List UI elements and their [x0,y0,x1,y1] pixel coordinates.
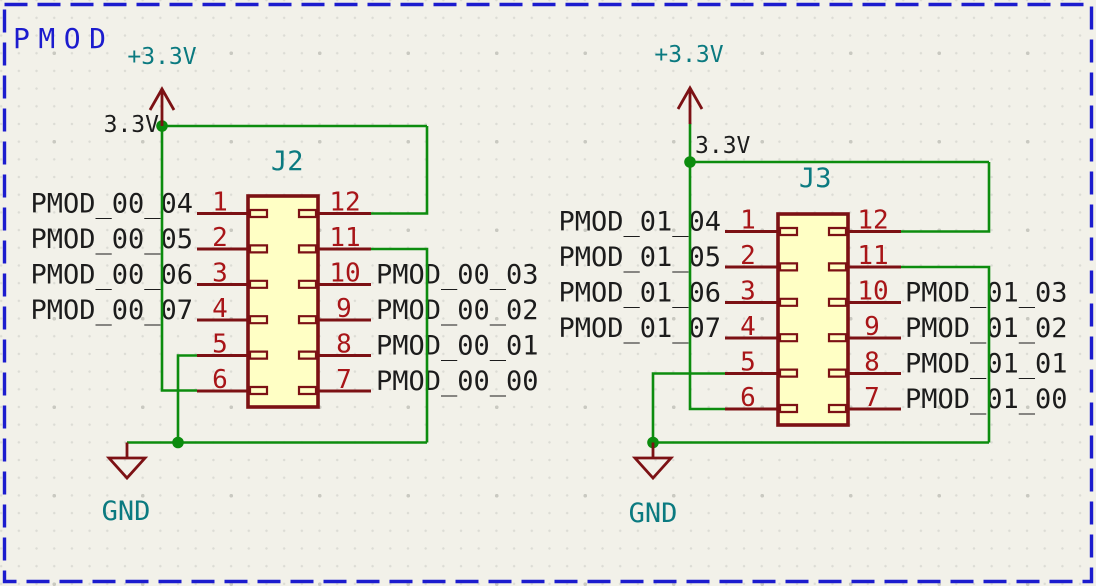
gnd-label: GND [629,498,678,529]
pin-number: 1 [740,206,756,236]
wires-j2[interactable] [127,120,429,449]
power-flag-label: +3.3V [127,44,196,70]
pin-number: 8 [864,348,880,378]
gnd-label: GND [102,496,151,527]
pin-number: 8 [336,330,352,360]
pin-number: 10 [857,277,888,307]
pin-number: 9 [864,312,880,342]
pin-label[interactable]: PMOD_01_00 [905,384,1068,415]
pin-label[interactable]: PMOD_00_00 [376,366,539,397]
connector-block-j3: PMOD_01_04 PMOD_01_05 PMOD_01_06 PMOD_01… [558,42,1067,529]
connector-symbol-j3[interactable]: J3 1 2 3 4 5 6 12 11 10 9 8 7 [725,163,901,427]
pin-label[interactable]: PMOD_01_04 [558,207,721,238]
left-pin-stubs [725,230,778,411]
reference-designator[interactable]: J3 [799,163,832,194]
power-flag-vcc[interactable]: +3.3V [127,44,197,126]
pin-label[interactable]: PMOD_01_06 [558,278,721,309]
symbol-body[interactable] [246,194,320,409]
pin-number: 3 [212,259,228,289]
wire-segment[interactable] [651,372,725,443]
pin-number: 11 [329,223,360,253]
sheet-title: PMOD [13,22,114,55]
pin-label[interactable]: PMOD_01_01 [905,349,1068,380]
left-pin-stubs [197,212,248,393]
pin-label[interactable]: PMOD_00_05 [30,224,193,255]
right-pin-notches [827,226,848,414]
pin-number: 3 [740,277,756,307]
pin-number: 5 [740,348,756,378]
pin-label[interactable]: PMOD_00_03 [376,260,539,291]
pin-label[interactable]: PMOD_01_02 [905,313,1068,344]
wire-junction [684,156,696,168]
pin-label[interactable]: PMOD_00_01 [376,331,539,362]
power-flag-gnd[interactable]: GND [102,442,151,528]
pin-label[interactable]: PMOD_01_03 [905,278,1068,309]
net-label-vcc[interactable]: 3.3V [104,112,160,138]
gnd-triangle-icon [631,456,675,481]
pin-number: 2 [212,223,228,253]
pin-number: 2 [740,241,756,271]
pin-number: 12 [329,188,360,218]
pin-number: 7 [864,383,880,413]
wire-segment[interactable] [371,247,429,443]
wire-segment[interactable] [371,126,429,215]
wire-segment[interactable] [176,354,197,443]
wire-segment[interactable] [901,265,991,443]
power-flag-label: +3.3V [654,42,723,68]
pin-label[interactable]: PMOD_00_07 [30,295,193,326]
net-label-vcc[interactable]: 3.3V [695,133,751,159]
reference-designator[interactable]: J2 [271,146,304,177]
pin-number: 5 [212,330,228,360]
pin-number: 4 [212,294,228,324]
power-arrow-icon [676,85,704,110]
gnd-triangle-icon [105,456,149,481]
pin-number: 12 [857,206,888,236]
pin-label[interactable]: PMOD_00_04 [30,189,193,220]
right-pin-stubs [848,230,901,411]
pin-label[interactable]: PMOD_00_02 [376,295,539,326]
pin-number: 10 [329,259,360,289]
power-arrow-icon [148,86,176,111]
pin-number: 4 [740,312,756,342]
wires-j3[interactable] [647,124,991,449]
left-pin-notches [248,208,269,396]
pin-number: 7 [336,365,352,395]
power-flag-gnd[interactable]: GND [629,442,678,530]
pin-number: 9 [336,294,352,324]
pin-label[interactable]: PMOD_01_05 [558,242,721,273]
wire-junction [172,436,184,449]
pin-label[interactable]: PMOD_00_06 [30,260,193,291]
left-pin-notches [778,226,799,414]
pin-number: 6 [212,365,228,395]
pin-number: 6 [740,383,756,413]
symbol-body[interactable] [776,212,850,427]
wire-segment[interactable] [160,126,197,392]
wire-segment[interactable] [688,162,725,411]
pin-number: 11 [857,241,888,271]
connector-symbol-j2[interactable]: J2 1 2 3 4 5 6 12 11 10 9 8 7 [197,146,371,409]
pin-label[interactable]: PMOD_01_07 [558,313,721,344]
connector-block-j2: PMOD_00_04 PMOD_00_05 PMOD_00_06 PMOD_00… [30,44,538,527]
pin-number: 1 [212,188,228,218]
right-pin-notches [297,208,318,396]
right-pin-stubs [318,212,371,393]
power-flag-vcc[interactable]: +3.3V [654,42,724,124]
wire-segment[interactable] [901,162,991,233]
